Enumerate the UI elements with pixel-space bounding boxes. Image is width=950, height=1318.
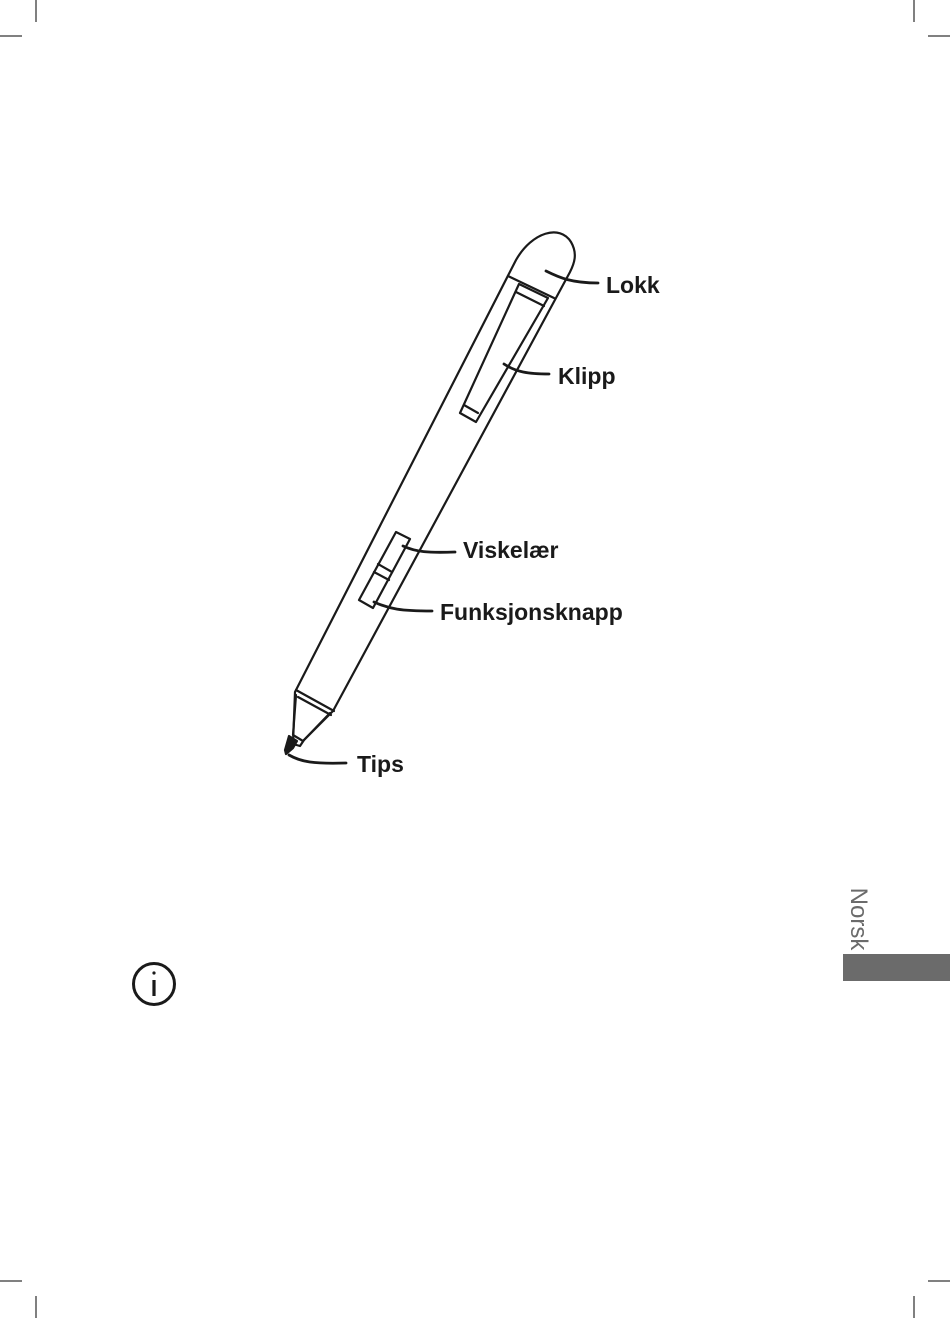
button-rocker bbox=[359, 532, 410, 608]
leader-cap bbox=[546, 271, 598, 283]
label-clip: Klipp bbox=[558, 363, 616, 389]
label-tip: Tips bbox=[357, 751, 404, 777]
label-cap: Lokk bbox=[606, 272, 660, 298]
nib-cone bbox=[293, 695, 330, 741]
language-tab-label: Norsk bbox=[844, 888, 872, 951]
pen-illustration bbox=[285, 232, 575, 754]
pen-body-outline bbox=[293, 232, 575, 746]
language-tab bbox=[843, 954, 950, 981]
leader-eraser bbox=[403, 546, 455, 552]
leader-lines bbox=[289, 271, 598, 763]
label-eraser: Viskelær bbox=[463, 537, 559, 563]
label-function-button: Funksjonsknapp bbox=[440, 599, 623, 625]
tip-point bbox=[285, 736, 297, 754]
clip-shape bbox=[460, 284, 548, 422]
info-icon bbox=[134, 964, 175, 1005]
leader-clip bbox=[504, 364, 549, 374]
nib-band-upper bbox=[296, 690, 334, 711]
leader-function bbox=[374, 602, 432, 611]
leader-tip bbox=[289, 755, 346, 763]
